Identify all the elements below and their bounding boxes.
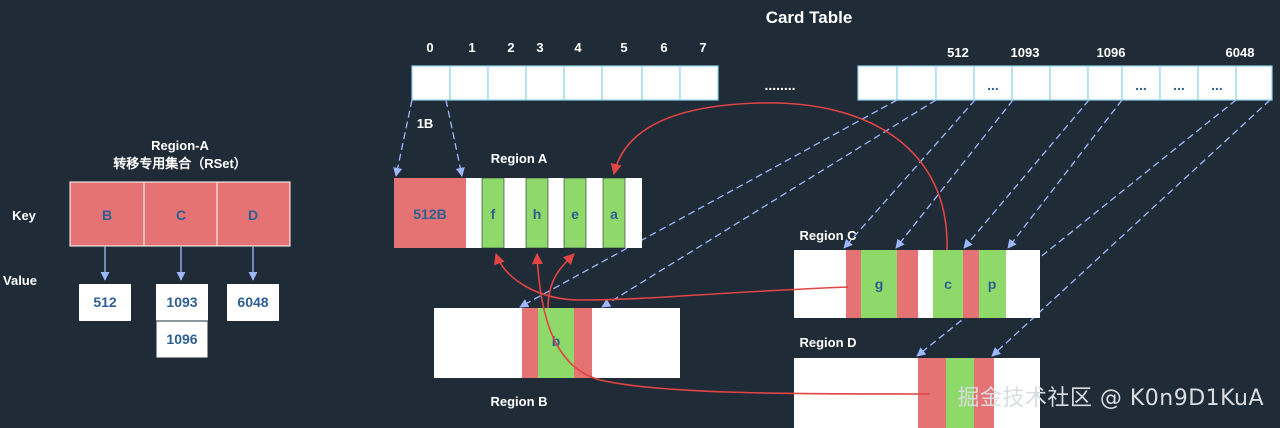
card-g: g xyxy=(875,276,884,292)
rset-key: D xyxy=(248,207,258,223)
card-index: 1093 xyxy=(1011,45,1040,60)
rset-keys xyxy=(69,181,291,247)
rset-values xyxy=(79,284,279,359)
card-index: 6048 xyxy=(1226,45,1255,60)
card-index: 0 xyxy=(426,40,433,55)
watermark: 掘金技术社区 @ K0n9D1KuA xyxy=(957,386,1264,411)
card-index: 1 xyxy=(468,40,475,55)
value-label: Value xyxy=(3,273,37,288)
region-a-label: Region A xyxy=(491,151,548,166)
card-cell-dots: ... xyxy=(1135,77,1147,93)
region-a-block-label: 512B xyxy=(413,206,446,222)
rset-title: Region-A xyxy=(151,138,209,153)
card-f: f xyxy=(491,206,496,222)
region-a xyxy=(394,177,642,249)
card-b: b xyxy=(552,333,561,349)
card-h: h xyxy=(533,206,542,222)
card-index: 6 xyxy=(660,40,667,55)
region-b xyxy=(434,308,680,378)
rset-key: C xyxy=(176,207,186,223)
card-index: 2 xyxy=(507,40,514,55)
card-index: 4 xyxy=(574,40,582,55)
region-c-label: Region C xyxy=(799,228,857,243)
card-index: 512 xyxy=(947,45,969,60)
card-index: 5 xyxy=(620,40,627,55)
rset-key: B xyxy=(102,207,112,223)
rset-value: 512 xyxy=(93,294,117,310)
rset-arrows xyxy=(100,246,258,281)
card-cell-dots: ... xyxy=(987,77,999,93)
rset-subtitle: 转移专用集合（RSet） xyxy=(113,156,247,171)
card-p: p xyxy=(988,276,997,292)
region-b-label: Region B xyxy=(490,394,547,409)
rset-value: 6048 xyxy=(237,294,268,310)
card-table-left xyxy=(411,65,719,101)
card-e: e xyxy=(571,206,579,222)
card-c: c xyxy=(944,276,952,292)
card-table-ellipsis: ........ xyxy=(764,77,795,93)
card-mapping-lines xyxy=(393,99,1271,357)
rset-value: 1093 xyxy=(166,294,197,310)
card-table-right xyxy=(857,65,1273,101)
card-size-label: 1B xyxy=(417,116,434,131)
card-cell-dots: ... xyxy=(1173,77,1185,93)
card-table-title: Card Table xyxy=(766,8,853,27)
reference-arrows xyxy=(494,102,948,395)
card-cell-dots: ... xyxy=(1211,77,1223,93)
card-index: 1096 xyxy=(1097,45,1126,60)
card-a: a xyxy=(610,206,618,222)
rset-value: 1096 xyxy=(166,331,197,347)
region-c xyxy=(794,250,1040,318)
card-index: 7 xyxy=(699,40,706,55)
card-index: 3 xyxy=(536,40,543,55)
key-label: Key xyxy=(12,208,37,223)
region-d-label: Region D xyxy=(799,335,856,350)
